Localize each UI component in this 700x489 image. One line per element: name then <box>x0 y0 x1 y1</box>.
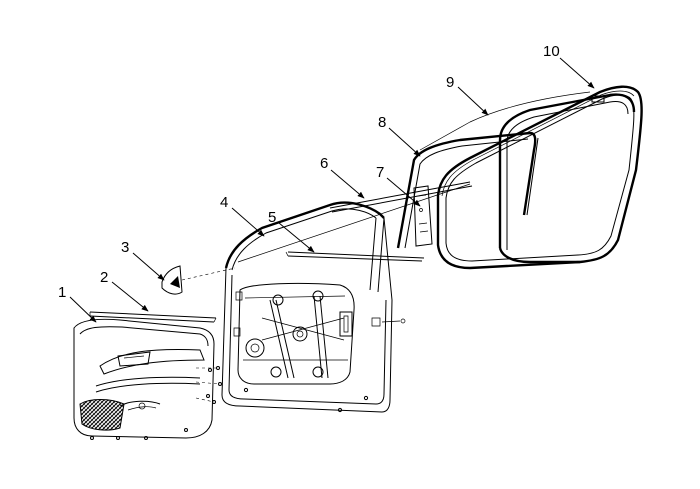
outer-belt-weatherstrip <box>285 251 425 262</box>
leader-line-8 <box>388 127 421 157</box>
leader-line-2 <box>111 281 149 312</box>
callout-3: 3 <box>121 239 129 256</box>
regulator-motor-icon <box>292 326 308 342</box>
inner-belt-weatherstrip <box>89 311 217 323</box>
callout-2: 2 <box>100 269 108 286</box>
leader-line-9 <box>457 86 489 116</box>
door-trim-panel <box>73 318 222 440</box>
glass-run-channel <box>396 131 539 249</box>
callout-1: 1 <box>58 284 66 301</box>
speaker-grille-icon <box>79 399 125 431</box>
leader-line-1 <box>69 296 97 323</box>
speaker-hole-icon <box>245 338 265 358</box>
callout-7: 7 <box>376 164 384 181</box>
delta-mirror-cover <box>161 265 236 295</box>
leader-line-6 <box>330 169 365 199</box>
callout-8: 8 <box>378 114 386 131</box>
leader-line-5 <box>278 222 315 253</box>
leader-line-4 <box>231 207 265 237</box>
door-handle-icon <box>117 351 151 367</box>
callout-6: 6 <box>320 155 328 172</box>
door-frame-weatherstrip <box>419 91 636 264</box>
callout-10: 10 <box>543 43 560 60</box>
callout-leaders <box>69 57 595 323</box>
callout-5: 5 <box>268 209 276 226</box>
leader-line-3 <box>132 252 165 281</box>
leader-line-7 <box>386 177 421 207</box>
leader-line-10 <box>559 57 595 89</box>
callout-numbers: 1 2 3 4 5 6 7 8 9 10 <box>58 43 560 301</box>
door-opening-weatherstrip <box>436 85 643 270</box>
callout-9: 9 <box>446 74 454 91</box>
door-panel-assembly <box>221 201 406 413</box>
callout-4: 4 <box>220 194 228 211</box>
